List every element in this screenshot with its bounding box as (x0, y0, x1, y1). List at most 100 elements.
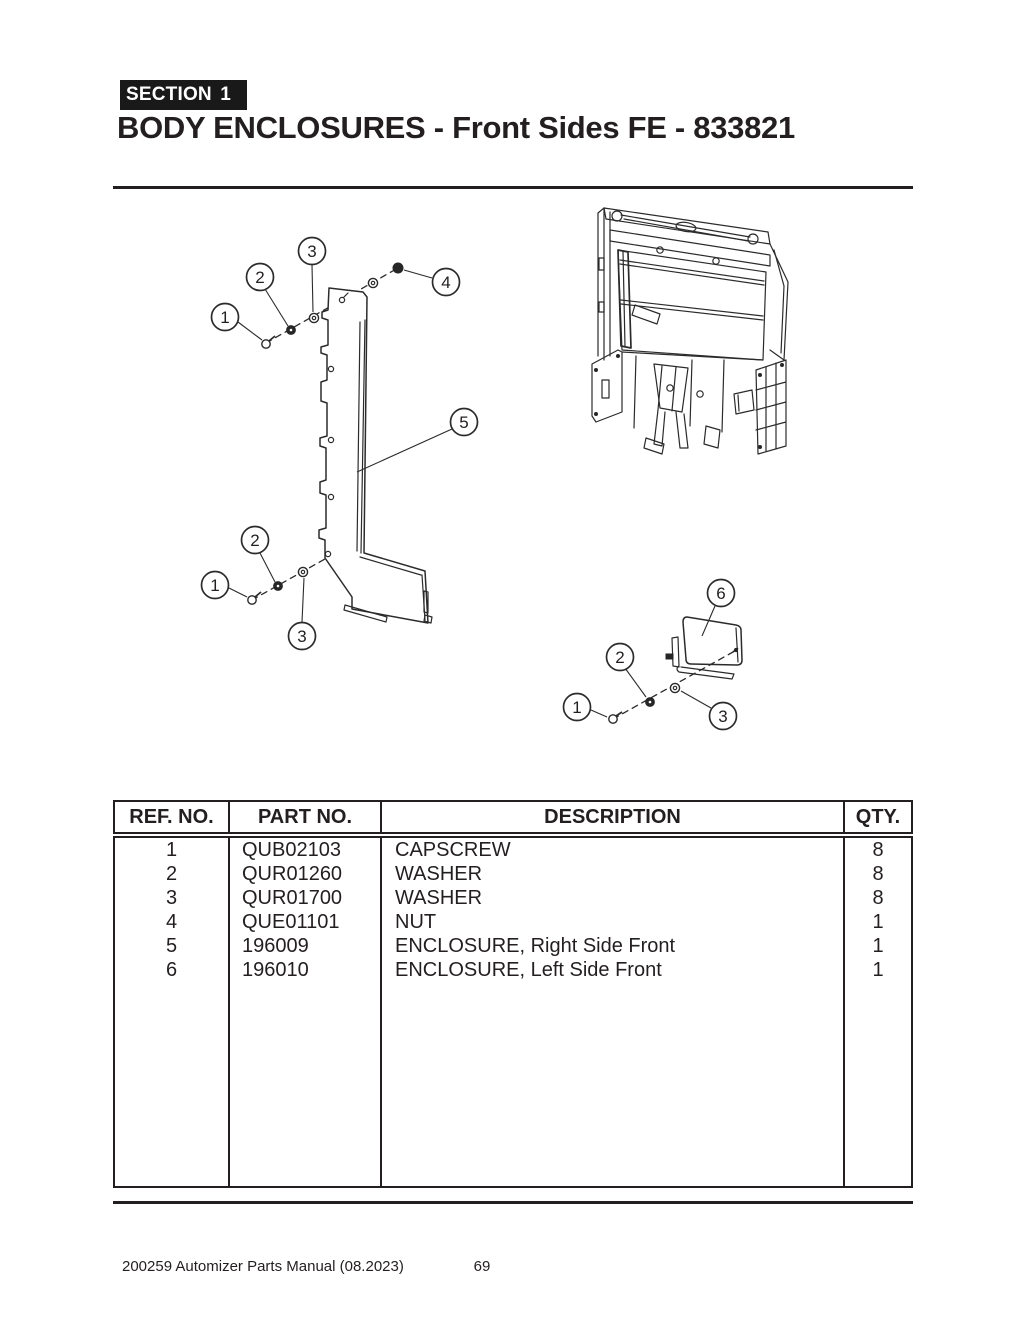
roller-line (620, 214, 751, 238)
callout-4: 4 (431, 267, 461, 297)
leg (653, 409, 666, 447)
callout-2-bottom: 2 (240, 525, 270, 555)
mid-bracket (631, 304, 661, 325)
callout-5: 5 (449, 407, 479, 437)
section-label: SECTION (126, 84, 212, 105)
panel-bottom-lip (676, 665, 735, 680)
base-top-edge (621, 351, 764, 361)
foot-fold-line (359, 556, 422, 576)
foot-bottom-lip (343, 604, 388, 623)
svg-text:1: 1 (210, 576, 219, 595)
cell-part: QUR01260 (228, 862, 382, 886)
table-row: 6 196010 ENCLOSURE, Left Side Front 1 (113, 958, 913, 982)
washer-ring-center (370, 280, 376, 286)
svg-text:5: 5 (459, 413, 468, 432)
bolt-dot (758, 445, 762, 449)
wing-slot (601, 379, 610, 399)
cell-ref: 1 (113, 835, 230, 862)
leader-line (237, 321, 263, 341)
screw-tip-dot (733, 647, 739, 653)
right-sail-inner (773, 249, 785, 354)
cell-ref: 5 (113, 934, 230, 958)
leader-line (701, 605, 716, 637)
cell-ref: 4 (113, 910, 230, 934)
window-line (620, 299, 764, 317)
cell-qty: 8 (843, 835, 913, 862)
svg-text:1: 1 (572, 698, 581, 717)
cell-ref: 6 (113, 958, 230, 982)
foot-corner-tab (423, 614, 433, 624)
cell-part: QUR01700 (228, 886, 382, 910)
leader-line (403, 269, 433, 279)
base-hole (696, 390, 704, 398)
cell-desc: WASHER (380, 862, 845, 886)
callout-2: 2 (605, 642, 635, 672)
right-side-enclosure-diagram: 1 2 3 4 5 2 1 3 (200, 236, 479, 651)
washer-ring-icon (669, 682, 681, 694)
beam-hook (656, 246, 664, 254)
leader-line (264, 288, 289, 327)
leader-line (624, 667, 647, 698)
beam-hook (712, 257, 720, 265)
leader-line (301, 577, 305, 623)
callout-1-bottom: 1 (200, 570, 230, 600)
footer-manual-title: 200259 Automizer Parts Manual (08.2023) (122, 1258, 404, 1275)
center-funnel (653, 363, 689, 413)
table-row: 3 QUR01700 WASHER 8 (113, 886, 913, 910)
col-header-description: DESCRIPTION (380, 800, 845, 838)
bolt-dot (780, 363, 784, 367)
base-box-line (737, 394, 740, 412)
svg-text:2: 2 (250, 531, 259, 550)
machine-overview-diagram (591, 207, 789, 455)
screw-tip-glyph (343, 292, 349, 298)
cell-qty: 8 (843, 886, 913, 910)
foot (643, 437, 665, 455)
cell-ref: 3 (113, 886, 230, 910)
washer-ring-icon (308, 312, 320, 324)
fastener-axis-bottom (251, 558, 326, 601)
leader-line (590, 709, 608, 718)
cell-part: QUE01101 (228, 910, 382, 934)
panel-fold-line-inner (356, 321, 361, 552)
capscrew-shank-icon (268, 335, 276, 342)
nut-icon (392, 262, 404, 274)
panel-crease (735, 627, 739, 663)
post-bracket (598, 301, 605, 313)
base-line (633, 355, 637, 429)
enclosure-right-panel (318, 287, 429, 624)
col-header-ref-no: REF. NO. (113, 800, 230, 838)
bolt-dot (758, 373, 762, 377)
table-row: 4 QUE01101 NUT 1 (113, 910, 913, 934)
cell-qty: 8 (843, 862, 913, 886)
table-filler-row (113, 982, 913, 1187)
base-line (689, 359, 693, 427)
callout-1: 1 (562, 692, 592, 722)
cell-qty: 1 (843, 934, 913, 958)
page-title: BODY ENCLOSURES - Front Sides FE - 83382… (117, 110, 795, 145)
side-enclosure-strip (617, 249, 632, 349)
left-post-top (597, 207, 605, 214)
capscrew-icon (608, 714, 618, 724)
window-line (619, 263, 765, 286)
grid-line (755, 381, 787, 391)
svg-text:6: 6 (716, 584, 725, 603)
grid-line (755, 421, 787, 431)
panel-hole (324, 550, 332, 558)
cell-part: QUB02103 (228, 835, 382, 862)
svg-text:3: 3 (718, 707, 727, 726)
roller-line (623, 218, 749, 242)
footer-rule (113, 1201, 913, 1204)
washer-ring-icon (367, 277, 379, 289)
capscrew-icon (247, 595, 257, 605)
leader-line (356, 428, 453, 473)
panel-hole (327, 493, 335, 501)
leader-line (680, 690, 712, 709)
capscrew-shank-icon (615, 711, 623, 717)
table-row: 5 196009 ENCLOSURE, Right Side Front 1 (113, 934, 913, 958)
funnel-line (671, 366, 677, 412)
foot-edge-bracket (423, 590, 429, 614)
svg-text:3: 3 (307, 242, 316, 261)
section-badge: SECTION 1 (120, 80, 247, 110)
parts-table: REF. NO. PART NO. DESCRIPTION QTY. 1 QUB… (113, 800, 913, 1188)
